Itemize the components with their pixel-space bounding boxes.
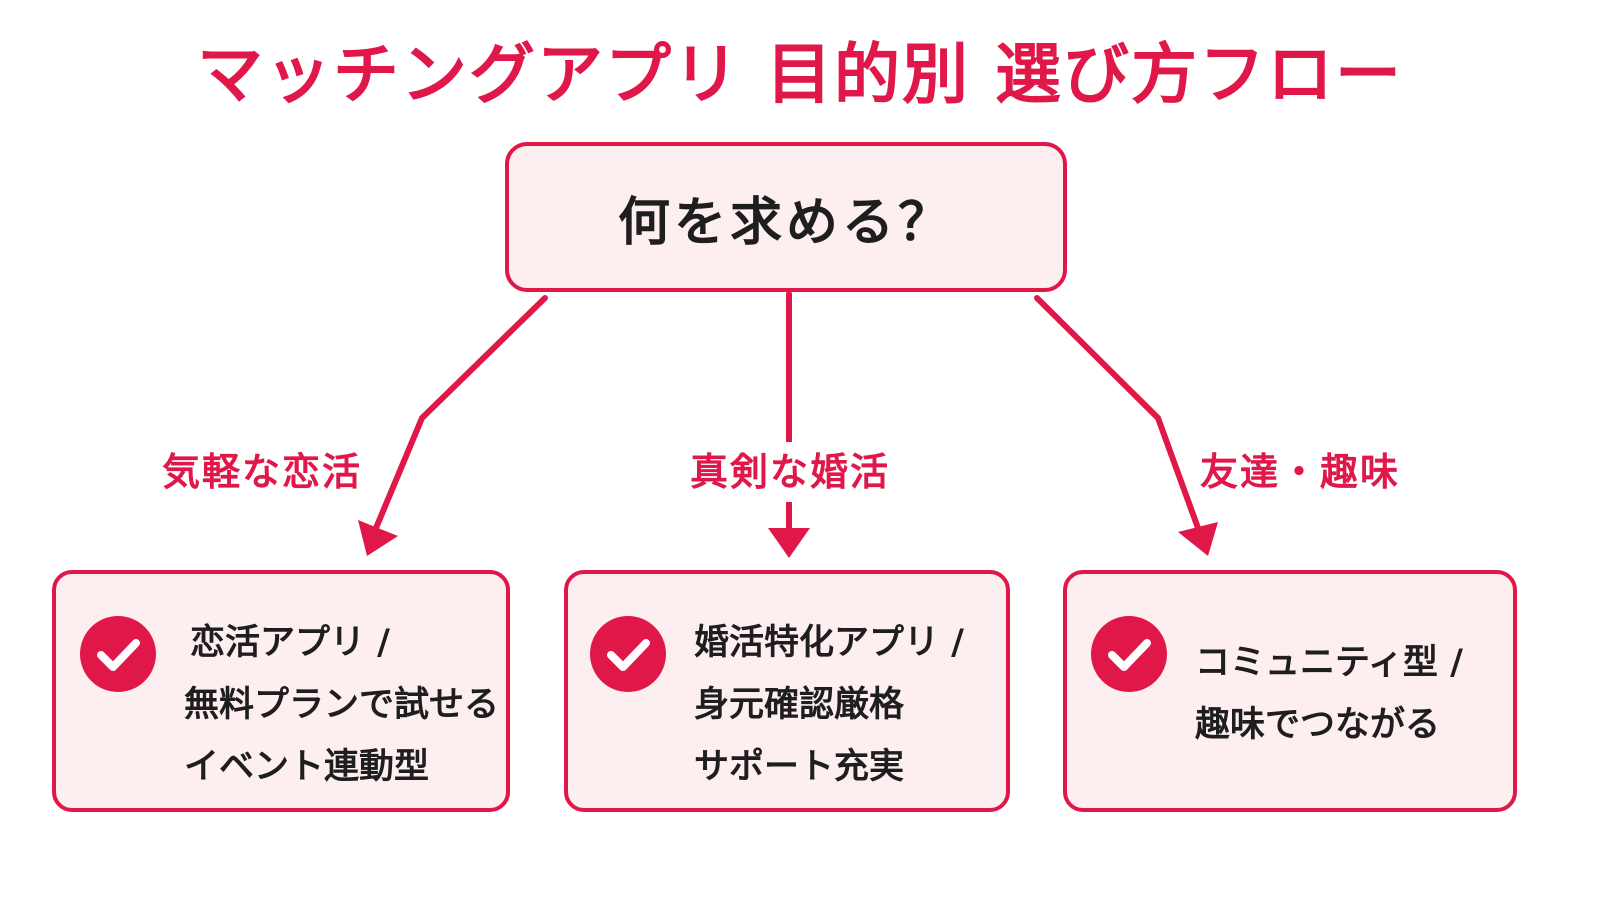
arrow-right-head: [1178, 522, 1218, 556]
card-text: 恋活アプリ / 無料プランで試せる イベント連動型: [184, 612, 499, 798]
arrow-left-head: [358, 520, 398, 556]
card-line: コミュニティ型 /: [1195, 643, 1463, 683]
result-card-casual: 恋活アプリ / 無料プランで試せる イベント連動型: [52, 570, 510, 812]
result-card-friends: コミュニティ型 / 趣味でつながる: [1063, 570, 1517, 812]
arrow-right-line: [1034, 295, 1201, 531]
card-text: 婚活特化アプリ / 身元確認厳格 サポート充実: [694, 612, 964, 798]
card-line: サポート充実: [694, 747, 905, 787]
branch-label-marriage: 真剣な婚活: [686, 442, 895, 502]
check-circle-icon: [590, 616, 666, 692]
arrow-center-head: [768, 528, 810, 558]
card-line: 無料プランで試せる: [184, 685, 500, 725]
card-line: 恋活アプリ /: [190, 623, 390, 663]
branch-label-casual: 気軽な恋活: [162, 442, 363, 502]
card-text: コミュニティ型 / 趣味でつながる: [1195, 632, 1463, 756]
card-line: 身元確認厳格: [694, 685, 905, 725]
arrow-left-line: [373, 295, 548, 531]
branch-label-friends: 友達・趣味: [1200, 442, 1401, 502]
question-box: 何を求める？: [505, 142, 1067, 292]
result-card-marriage: 婚活特化アプリ / 身元確認厳格 サポート充実: [564, 570, 1010, 812]
card-line: 婚活特化アプリ /: [694, 623, 964, 663]
card-line: 趣味でつながる: [1195, 705, 1441, 745]
page-title: マッチングアプリ 目的別 選び方フロー: [197, 36, 1403, 113]
check-circle-icon: [80, 616, 156, 692]
check-circle-icon: [1091, 616, 1167, 692]
card-line: イベント連動型: [184, 747, 430, 787]
